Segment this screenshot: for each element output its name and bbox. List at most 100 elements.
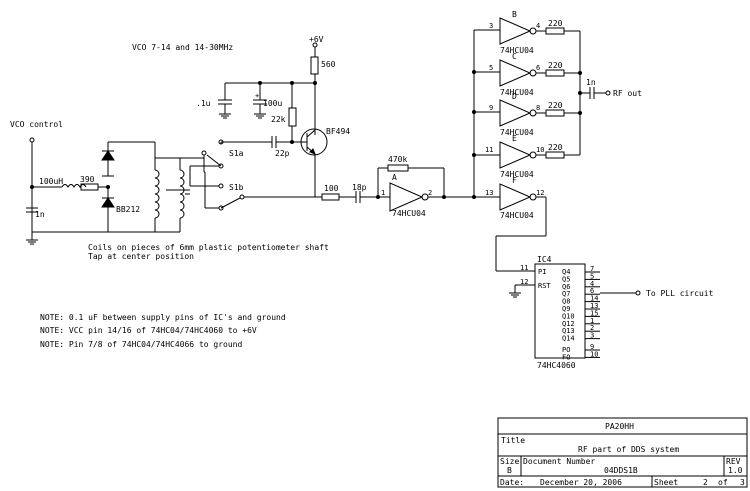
c22p-label: 22p [275,149,290,158]
ic4-output-label: Q6 [562,283,570,291]
ic4-74hc4060 [534,263,586,359]
gate-f-pin-out: 12 [536,189,544,197]
pll-terminal[interactable] [635,290,641,296]
gate-b-pin-out: 4 [536,22,540,30]
ic4-output-pin-number: 13 [590,302,598,310]
ic4-output-pin-number: 15 [590,309,598,317]
ic4-output-label: Q12 [562,320,575,328]
note-3: NOTE: Pin 7/8 of 74HC04/74HC4066 to grou… [40,340,242,349]
s1b-label: S1b [229,183,244,192]
r22k-label: 22k [271,115,286,124]
inductor-100uh [61,184,87,188]
gate-f-letter: F [512,176,517,185]
gate-e-pin-out: 10 [536,146,544,154]
tb-doc: 04DDS1B [604,466,638,475]
coil-l1 [154,169,160,219]
tb-size-label: Size [500,457,519,466]
tb-rev-label: REV [726,457,741,466]
l100uh-label: 100uH [39,177,63,186]
c1n-out-label: 1n [586,78,596,87]
ic4-p0-label: PO [562,346,570,354]
ic4-output-pin-number: 3 [590,332,594,340]
resistor-220-e [545,151,565,159]
gate-c-pin-out: 6 [536,64,540,72]
ic4-output-pin-number: 2 [590,324,594,332]
tb-rev: 1.0 [728,466,743,475]
gate-c-pin-in: 5 [489,64,493,72]
gate-a-pin-in: 1 [381,189,385,197]
r390-label: 390 [80,175,95,184]
note-1: NOTE: 0.1 uF between supply pins of IC's… [40,313,286,322]
gate-d-part: 74HCU04 [500,128,534,137]
tb-sheet-label: Sheet [654,478,678,487]
gate-b-part: 74HCU04 [500,46,534,55]
ic4-output-pin-number: 14 [590,295,598,303]
diagram-title: VCO 7-14 and 14-30MHz [132,43,233,52]
switch-s1a [206,154,222,167]
ic4-pi-label: PI [538,268,546,276]
gate-e-part: 74HCU04 [500,170,534,179]
gate-a-part: 74HCU04 [392,209,426,218]
tb-of-label: of [718,478,728,487]
inverter-e [499,141,537,169]
ic4-output-pin-number: 4 [590,280,594,288]
tb-date: December 20, 2006 [540,478,622,487]
tb-of: 3 [740,478,745,487]
to-pll-label: To PLL circuit [646,289,714,298]
ic4-p0-pin-number: 9 [590,343,594,351]
ic4-pin-11: 11 [520,264,528,272]
ground-symbol [509,292,521,298]
ic4-output-pin-number: 6 [590,287,594,295]
tb-sheet: 2 [703,478,708,487]
coil-l2 [179,169,185,219]
resistor-220-c [545,69,565,77]
inverter-f [499,183,537,211]
ic4-output-label: Q9 [562,305,570,313]
ic4-output-pin-number: 7 [590,265,594,273]
gate-a-pin-out: 2 [428,189,432,197]
c1n-in-label: 1n [35,210,45,219]
r470k-label: 470k [388,155,407,164]
resistor-560 [310,56,319,75]
ic4-f0-label: FO [562,353,570,361]
r220-d-label: 220 [548,101,563,110]
c100u-label: 100u [263,99,282,108]
svg-text:+: + [255,92,259,100]
coil-note-2: Tap at center position [88,252,194,261]
inverter-d [499,99,537,127]
gate-b-letter: B [512,10,517,19]
gate-c-part: 74HCU04 [500,88,534,97]
coil-note-1: Coils on pieces of 6mm plastic potentiom… [88,243,329,252]
vco-control-terminal[interactable] [29,137,35,143]
title-block: PA20HH Title RF part of DDS system Size … [497,417,748,488]
resistor-220-b [545,27,565,35]
c01u-label: .1u [196,99,211,108]
ic4-f0-pin-number: 10 [590,350,598,358]
ground-symbol [254,113,266,119]
r220-e-label: 220 [548,143,563,152]
q1-label: BF494 [326,127,350,136]
s1a-label: S1a [229,149,244,158]
resistor-470k [387,164,409,172]
switch-s1b [220,197,241,209]
ground-symbol [219,113,231,119]
rf-out-terminal[interactable] [605,90,611,96]
tb-title: RF part of DDS system [578,445,679,454]
vco-control-label: VCO control [10,120,63,129]
gate-c-letter: C [512,52,517,61]
ic4-output-label: Q4 [562,268,570,276]
r220-c-label: 220 [548,61,563,70]
ic4-output-label: Q5 [562,275,570,283]
gate-e-pin-in: 11 [485,146,493,154]
bb212-label: BB212 [116,205,140,214]
gate-f-pin-in: 13 [485,189,493,197]
gate-b-pin-in: 3 [489,22,493,30]
ic4-name: IC4 [537,255,552,264]
ic4-output-label: Q7 [562,290,570,298]
diode-bb212-upper [101,150,115,161]
note-2: NOTE: VCC pin 14/16 of 74HC04/74HC4060 t… [40,326,257,335]
gate-a-letter: A [392,173,397,182]
rf-out-label: RF out [613,89,642,98]
ic4-output-label: Q13 [562,327,575,335]
